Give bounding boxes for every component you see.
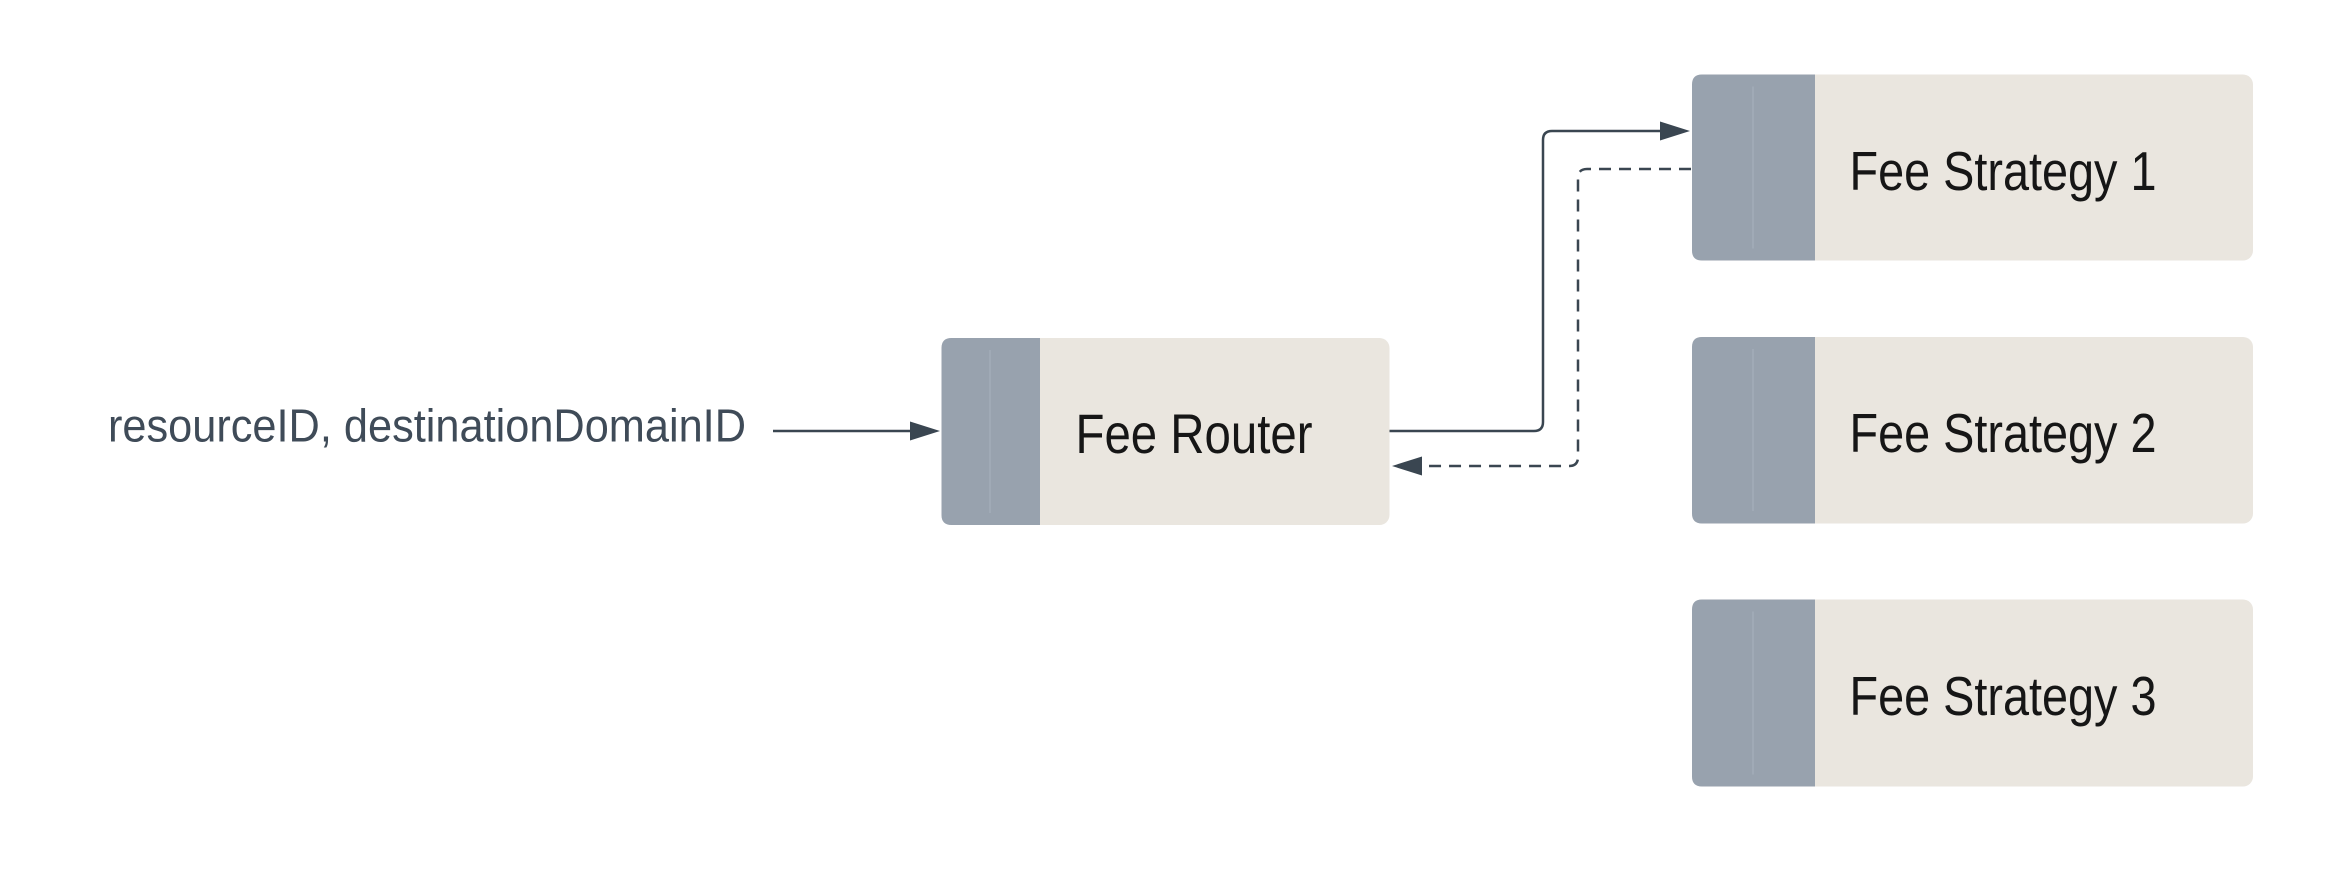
svg-text:Fee Strategy 3: Fee Strategy 3 — [1850, 666, 2157, 727]
svg-text:Fee Strategy 1: Fee Strategy 1 — [1850, 141, 2157, 202]
svg-text:resourceID, destinationDomainI: resourceID, destinationDomainID — [108, 400, 746, 452]
svg-text:Fee Router: Fee Router — [1076, 402, 1313, 465]
svg-text:Fee Strategy 2: Fee Strategy 2 — [1850, 403, 2157, 464]
